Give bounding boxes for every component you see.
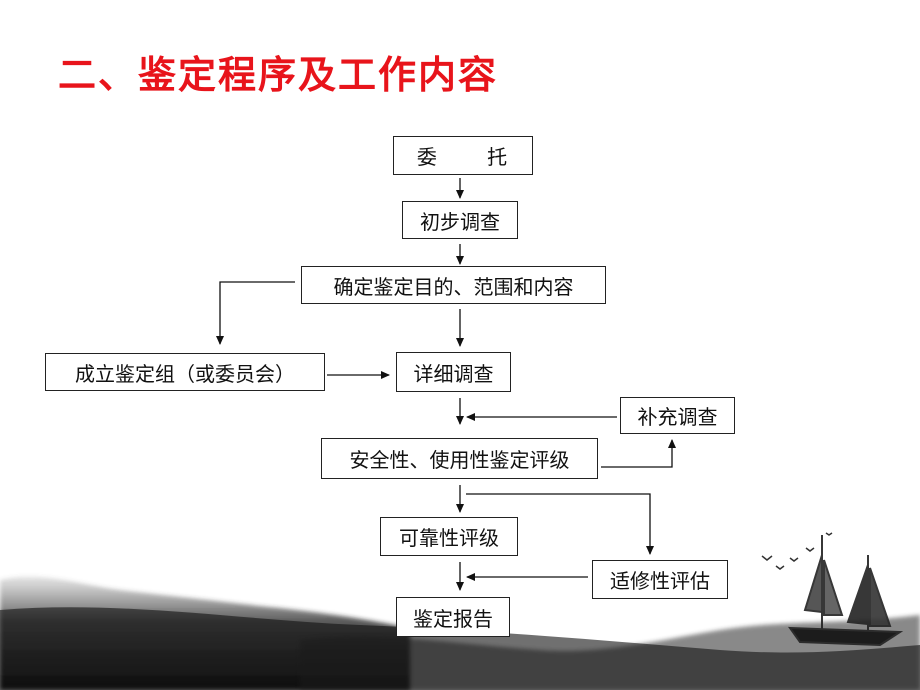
step-entrust: 委 托 [393,136,533,175]
step-safety-usability-rating: 安全性、使用性鉴定评级 [321,438,598,479]
step-preliminary-survey-label: 初步调查 [420,209,500,234]
arrow-rating-to-supplementary [601,439,676,468]
sailboat-icon [788,535,904,647]
slide-title: 二、鉴定程序及工作内容 [58,53,499,97]
step-adaptability-assessment: 适修性评估 [592,560,728,599]
step-safety-usability-rating-label: 安全性、使用性鉴定评级 [349,448,570,472]
step-detailed-survey: 详细调查 [396,352,511,392]
step-reliability-rating: 可靠性评级 [380,517,518,556]
step-entrust-label: 委 托 [416,145,510,169]
step-supplementary-survey-label: 补充调查 [637,405,718,429]
arrow-rating-to-adaptability [466,493,654,555]
step-preliminary-survey: 初步调查 [402,201,518,239]
step-report-label: 鉴定报告 [413,606,493,631]
step-determine-scope: 确定鉴定目的、范围和内容 [301,266,606,304]
birds-icon [761,532,833,570]
step-form-team-label: 成立鉴定组（或委员会） [75,361,295,386]
step-detailed-survey-label: 详细调查 [413,361,494,386]
step-form-team: 成立鉴定组（或委员会） [45,353,325,391]
arrow-scope-to-team [216,281,295,345]
ink-band [0,607,920,690]
step-adaptability-assessment-label: 适修性评估 [610,569,710,593]
step-determine-scope-label: 确定鉴定目的、范围和内容 [333,274,574,299]
step-supplementary-survey: 补充调查 [620,397,735,434]
step-reliability-rating-label: 可靠性评级 [399,526,499,550]
step-report: 鉴定报告 [396,597,510,637]
